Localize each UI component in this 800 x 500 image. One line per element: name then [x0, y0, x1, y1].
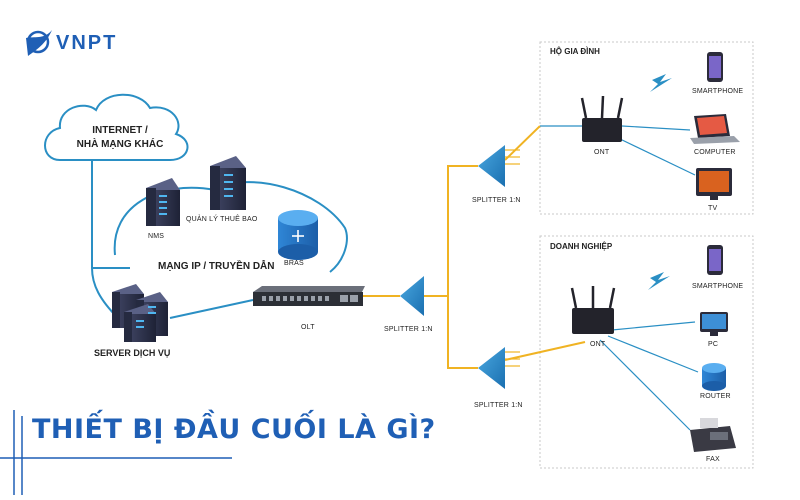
home-ont-icon — [580, 95, 624, 142]
business-title: DOANH NGHIỆP — [550, 242, 613, 251]
bras-label: BRAS — [284, 260, 304, 267]
home-title: HỘ GIA ĐÌNH — [550, 47, 600, 56]
router-icon — [702, 363, 726, 391]
home-panel — [539, 41, 754, 215]
service-server-icon — [112, 284, 168, 342]
olt-label: OLT — [301, 324, 315, 331]
device-links — [540, 125, 699, 431]
network-label: MẠNG IP / TRUYỀN DẪN — [158, 261, 275, 272]
home-device-tv: TV — [708, 205, 718, 212]
nms-label: NMS — [148, 233, 165, 240]
wifi-signal-icon — [648, 272, 670, 290]
business-ont-label: ONT — [590, 341, 606, 348]
splitter-bottom-label: SPLITTER 1:N — [474, 402, 523, 409]
splitter-middle-icon — [400, 276, 424, 316]
vnpt-logo-icon — [26, 30, 52, 56]
fiber-lines — [362, 125, 586, 369]
splitter-middle-label: SPLITTER 1:N — [384, 326, 433, 333]
business-ont-icon — [570, 286, 616, 334]
splitter-bottom-icon — [478, 347, 520, 389]
splitter-top-label: SPLITTER 1:N — [472, 197, 521, 204]
subscriber-mgmt-label: QUẢN LÝ THUÊ BAO — [186, 216, 258, 223]
smartphone-icon — [707, 52, 723, 82]
wifi-signal-icon — [650, 74, 672, 92]
business-device-fax: FAX — [706, 456, 720, 463]
cloud-label-line2: NHÀ MẠNG KHÁC — [76, 139, 164, 150]
splitter-top-icon — [478, 145, 520, 187]
business-device-smartphone: SMARTPHONE — [692, 283, 744, 290]
tv-icon — [696, 168, 732, 200]
nms-server-icon — [146, 178, 180, 226]
bras-router-icon — [278, 210, 318, 260]
smartphone-icon — [707, 245, 723, 275]
business-device-pc: PC — [708, 341, 719, 348]
home-device-computer: COMPUTER — [694, 149, 736, 156]
fax-icon — [690, 418, 736, 452]
home-ont-label: ONT — [594, 149, 610, 156]
computer-icon — [690, 114, 740, 144]
internet-cloud — [44, 93, 189, 161]
cloud-label-line1: INTERNET / — [92, 125, 148, 136]
business-device-router: ROUTER — [700, 393, 731, 400]
olt-device-icon — [253, 286, 365, 306]
home-device-smartphone: SMARTPHONE — [692, 88, 744, 95]
page-headline: THIẾT BỊ ĐẦU CUỐI LÀ GÌ? — [32, 414, 436, 445]
server-label: SERVER DỊCH VỤ — [94, 348, 171, 358]
pc-icon — [700, 312, 728, 336]
headline-accent — [0, 410, 232, 495]
brand-name: VNPT — [56, 32, 118, 54]
subscriber-server-icon — [210, 156, 246, 210]
